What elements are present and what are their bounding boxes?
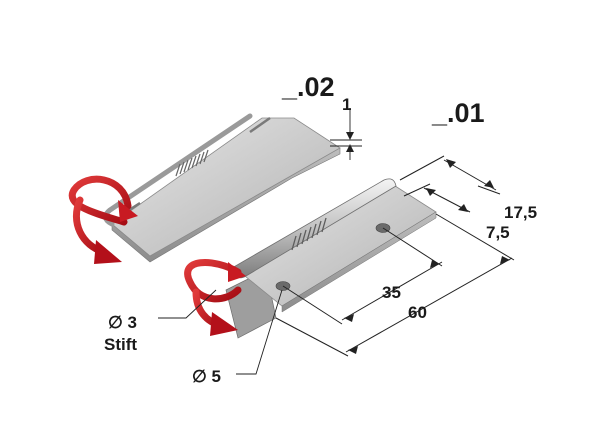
hinge-01-top-leaf (239, 183, 437, 307)
hinge-02-spring (175, 149, 209, 177)
hinge-02-arrow-head-top (118, 200, 138, 222)
thickness-label: 1 (342, 95, 351, 114)
dim-7-5-label: 7,5 (486, 223, 510, 242)
dim-17-5-label: 17,5 (504, 203, 537, 222)
thickness-dimension (330, 108, 362, 160)
dimension-35 (282, 227, 443, 325)
variant-01-label: _.01 (431, 98, 485, 128)
hinge-01-arrow-head-top (228, 262, 246, 282)
variant-02-label: _.02 (281, 72, 335, 102)
pin-word-label: Stift (104, 335, 137, 354)
hinge-02-arrow-head (94, 240, 122, 264)
dim-35-label: 35 (382, 283, 401, 302)
hinge-02-knuckle-slot (249, 116, 271, 134)
dim-60-label: 60 (408, 303, 427, 322)
dimension-7-5 (403, 183, 471, 213)
leader-pin (158, 289, 217, 319)
hinge-01-spring (291, 217, 327, 251)
pin-diameter-label: ∅ 3 (108, 313, 137, 332)
dimension-17-5 (399, 155, 501, 195)
hinge-02-plate (111, 117, 341, 257)
hinge-02-rotation-arrow (68, 175, 132, 226)
dimension-60 (275, 213, 515, 357)
hinge-01-arrow-head (210, 312, 238, 336)
hinge-02 (68, 113, 341, 264)
hole-diameter-label: ∅ 5 (192, 367, 221, 386)
leader-hole (236, 289, 283, 375)
hinge-01-rotation-arrow (184, 259, 242, 303)
